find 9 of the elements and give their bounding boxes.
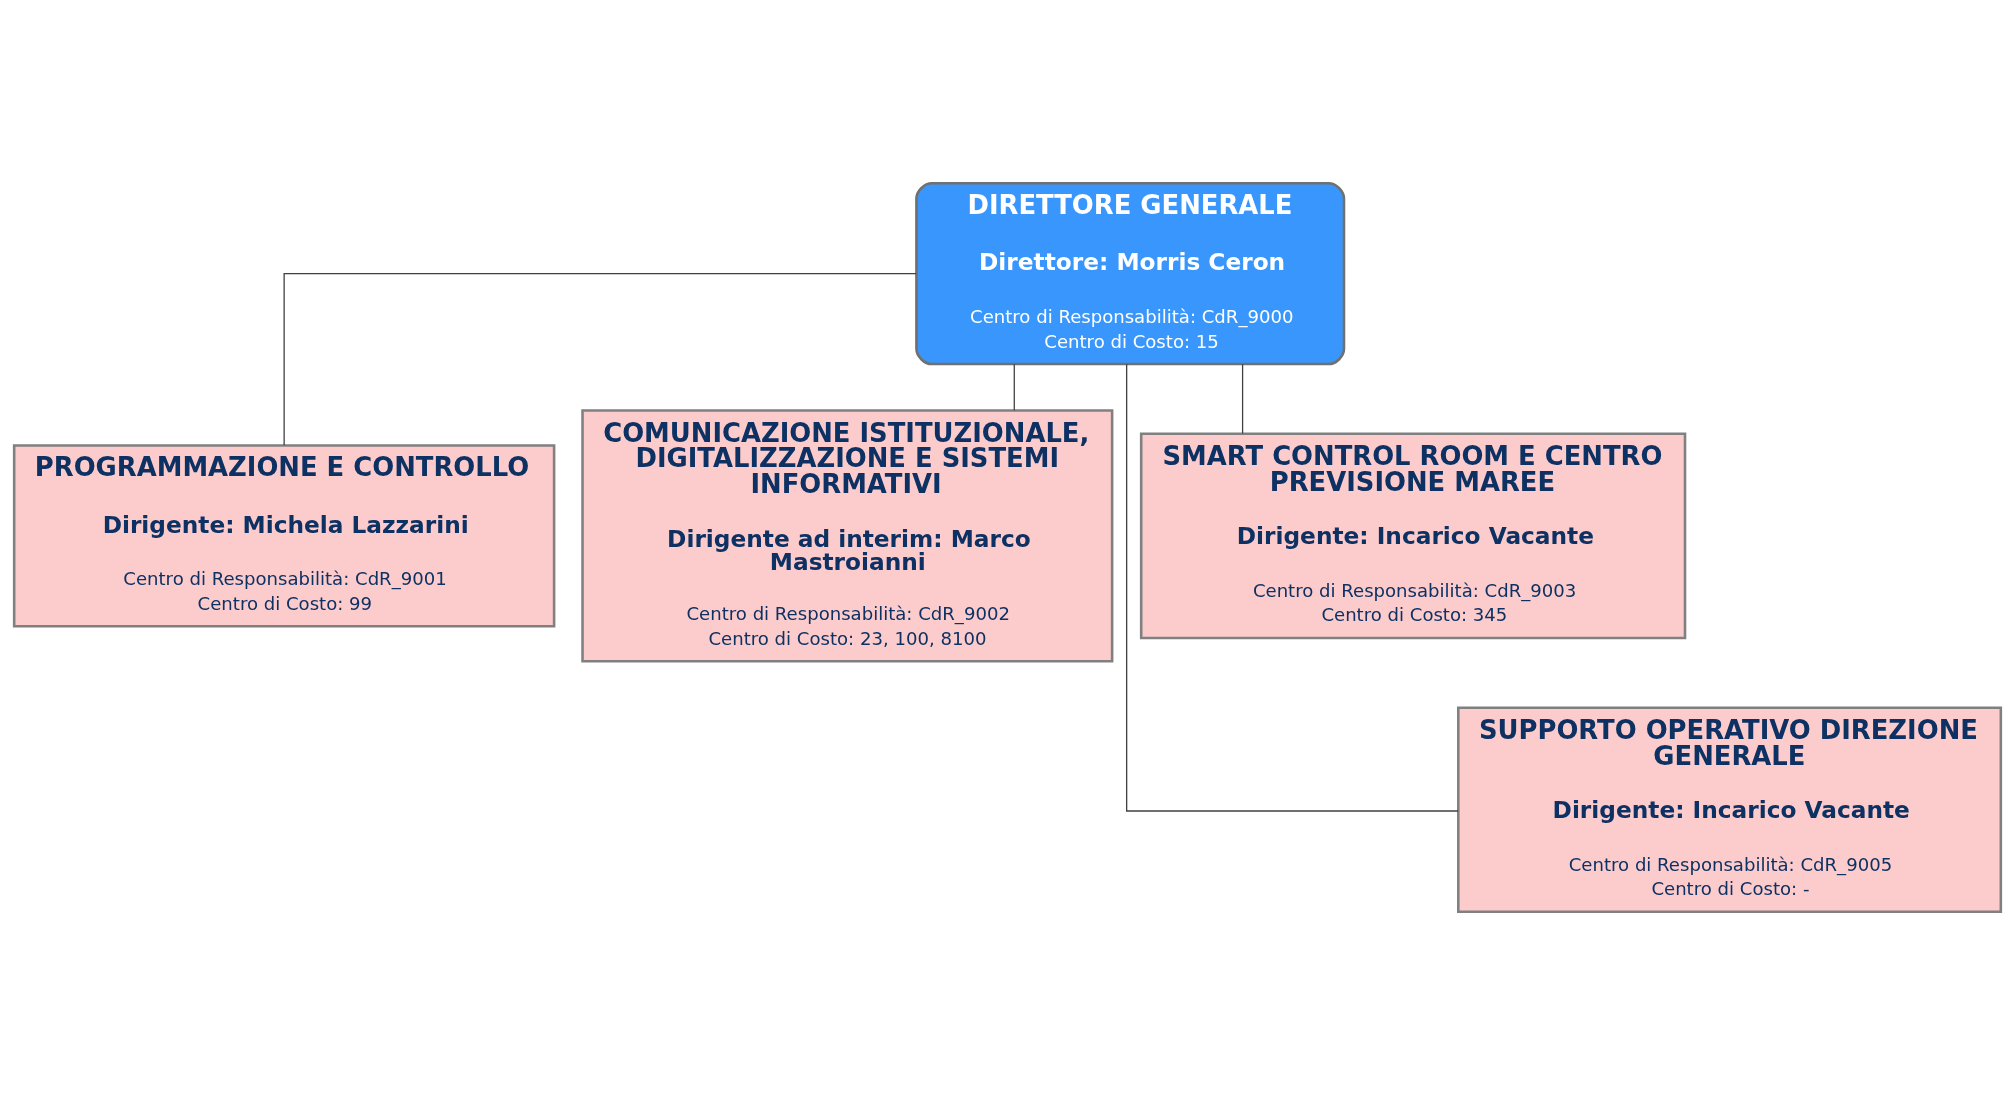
node-box: PROGRAMMAZIONE E CONTROLLO Dirigente: Michela Lazzarini Centro di Responsabilità: CdR_9001 Centro di Costo: 99 — [12, 443, 555, 628]
node-box: COMUNICAZIONE ISTITUZIONALE, DIGITALIZZAZIONE E SISTEMI INFORMATIVI Dirigente ad interim: Marco Mastroianni Centro di Responsabilità: CdR_9002 Centro di Costo: 23, 100, 8100 — [580, 408, 1113, 662]
node-box: DIRETTORE GENERALE Direttore: Morris Ceron Centro di Responsabilità: CdR_9000 Centro di Costo: 15 — [914, 181, 1345, 365]
connector — [283, 272, 917, 446]
connector — [1241, 363, 1243, 434]
connector — [1125, 363, 1459, 812]
connector — [1013, 363, 1015, 411]
node-box: SUPPORTO OPERATIVO DIREZIONE GENERALE Dirigente: Incarico Vacante Centro di Responsabilità: CdR_9005 Centro di Costo: - — [1456, 705, 2002, 913]
node-box: SMART CONTROL ROOM E CENTRO PREVISIONE MAREE Dirigente: Incarico Vacante Centro di Responsabilità: CdR_9003 Centro di Costo: 345 — [1139, 432, 1686, 639]
